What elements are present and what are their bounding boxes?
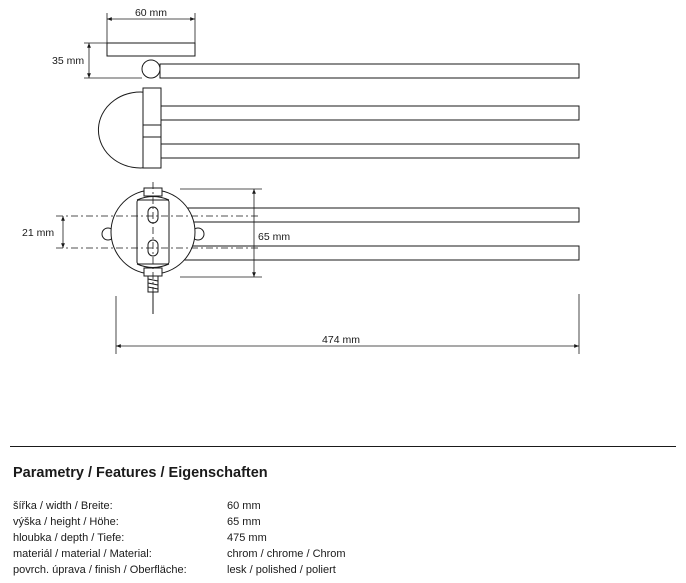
front-view bbox=[101, 187, 580, 314]
section-divider bbox=[10, 446, 676, 447]
top-view-base-plate bbox=[106, 42, 196, 57]
side-view-bar-2 bbox=[159, 143, 580, 159]
dimension-hole-spacing: 21 mm bbox=[22, 216, 65, 248]
spec-label: povrch. úprava / finish / Oberfläche: bbox=[13, 564, 187, 576]
top-view-bar bbox=[159, 63, 580, 79]
dimension-top-width: 60 mm bbox=[106, 7, 196, 43]
top-view-pivot bbox=[141, 59, 161, 79]
spec-row-height: výška / height / Höhe: 65 mm bbox=[13, 514, 413, 530]
spec-table: šířka / width / Breite: 60 mm výška / he… bbox=[13, 498, 413, 578]
spec-value: 65 mm bbox=[227, 516, 261, 528]
dim-label-total-length: 474 mm bbox=[322, 334, 360, 346]
top-view bbox=[106, 42, 580, 79]
dimension-total-height: 65 mm bbox=[180, 188, 290, 278]
section-title: Parametry / Features / Eigenschaften bbox=[13, 465, 268, 481]
dim-label-total-height: 65 mm bbox=[258, 231, 290, 243]
spec-label: materiál / material / Material: bbox=[13, 548, 152, 560]
dim-label-hole-spacing: 21 mm bbox=[22, 227, 54, 239]
dim-label-top-width: 60 mm bbox=[135, 7, 167, 19]
dimension-total-length: 474 mm bbox=[115, 294, 580, 354]
spec-label: výška / height / Höhe: bbox=[13, 516, 119, 528]
dimension-top-height: 35 mm bbox=[52, 42, 142, 79]
spec-row-finish: povrch. úprava / finish / Oberfläche: le… bbox=[13, 562, 413, 578]
side-view-hub bbox=[142, 87, 162, 169]
technical-drawing: 60 mm 35 mm bbox=[22, 7, 580, 354]
spec-row-width: šířka / width / Breite: 60 mm bbox=[13, 498, 413, 514]
dim-label-top-height: 35 mm bbox=[52, 55, 84, 67]
spec-value: 60 mm bbox=[227, 500, 261, 512]
side-view bbox=[98, 87, 580, 169]
spec-row-material: materiál / material / Material: chrom / … bbox=[13, 546, 413, 562]
spec-value: chrom / chrome / Chrom bbox=[227, 548, 346, 560]
spec-label: hloubka / depth / Tiefe: bbox=[13, 532, 125, 544]
spec-label: šířka / width / Breite: bbox=[13, 500, 113, 512]
spec-row-depth: hloubka / depth / Tiefe: 475 mm bbox=[13, 530, 413, 546]
center-lines bbox=[56, 182, 260, 312]
side-view-bar-1 bbox=[159, 105, 580, 121]
spec-value: lesk / polished / poliert bbox=[227, 564, 336, 576]
spec-value: 475 mm bbox=[227, 532, 267, 544]
side-view-rosette bbox=[98, 91, 151, 169]
front-view-bar-1 bbox=[181, 207, 580, 223]
